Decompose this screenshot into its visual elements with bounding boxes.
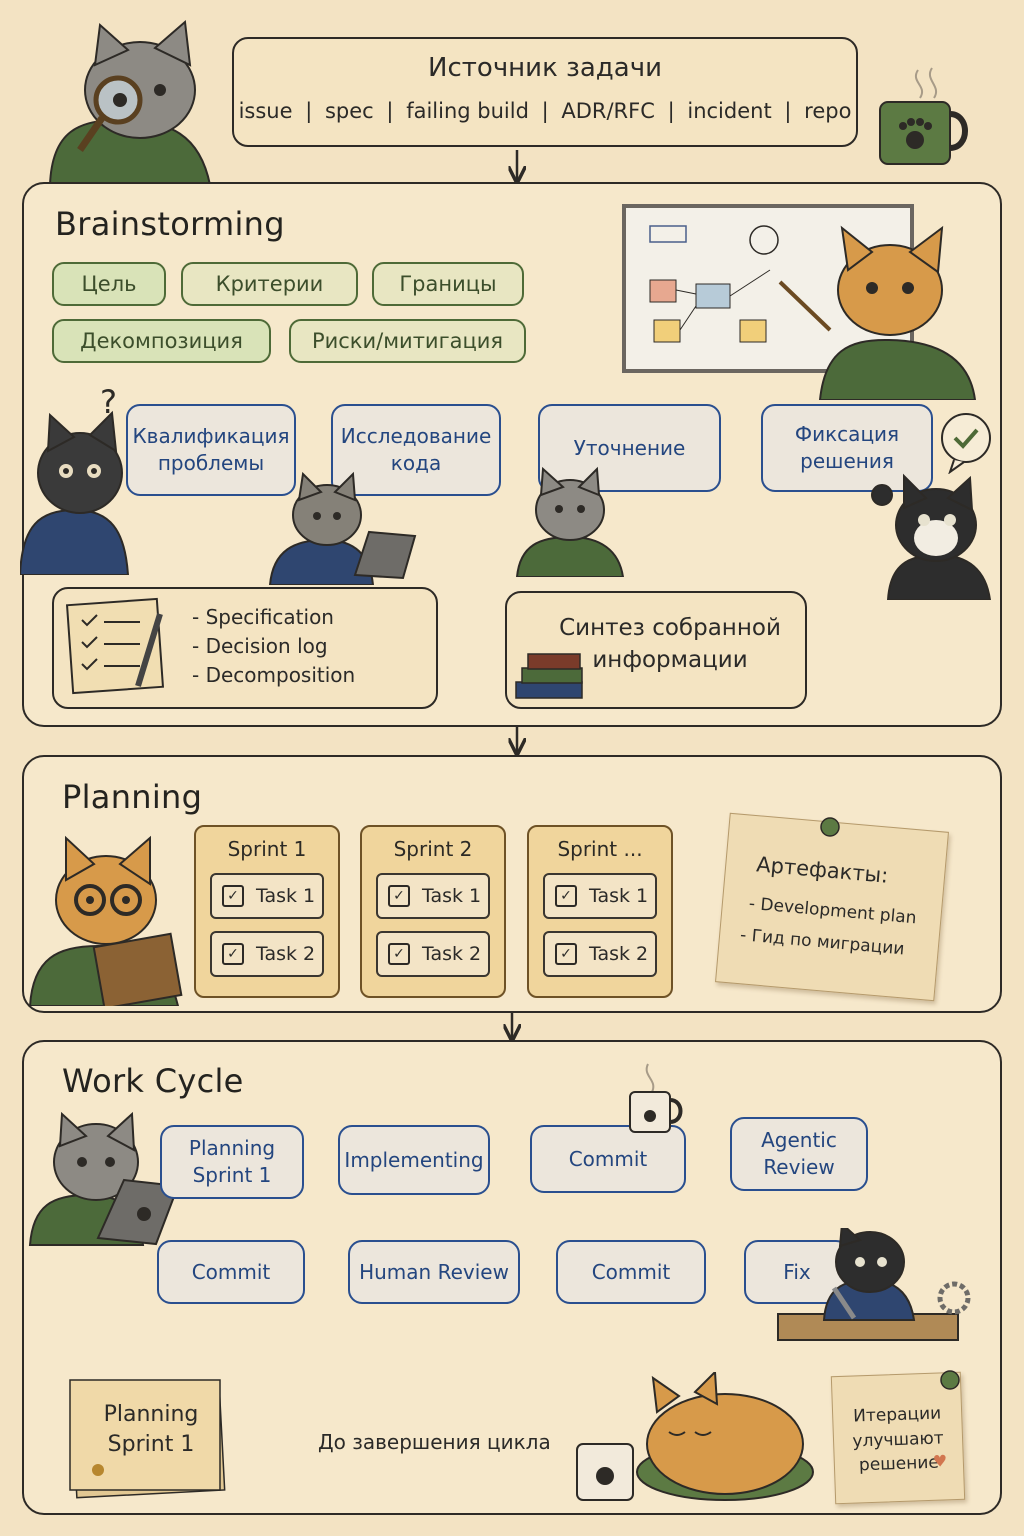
wc-planning-sprint-1: Planning Sprint 1: [160, 1125, 304, 1199]
sleeping-cat-icon: [576, 1372, 814, 1501]
gear-icon: [937, 1281, 971, 1315]
source-item: failing build: [406, 99, 529, 123]
checkbox-icon: ✓: [388, 885, 410, 907]
sprint-title: Sprint ...: [557, 837, 643, 861]
output-decision-log: - Decision log: [192, 634, 328, 658]
source-item: incident: [687, 99, 772, 123]
planning-title: Planning: [62, 778, 203, 816]
sprint-card-1: Sprint 1 ✓Task 1 ✓Task 2: [194, 825, 340, 998]
step-refinement: Уточнение: [538, 404, 721, 492]
tag-risks: Риски/митигация: [289, 319, 526, 363]
work-cycle-title: Work Cycle: [62, 1062, 244, 1100]
final-planning-sprint: Planning Sprint 1: [103, 1402, 199, 1457]
step-problem-qualification: Квалификация проблемы: [126, 404, 296, 496]
source-item: repo: [804, 99, 852, 123]
pushpin-icon-2: [940, 1370, 960, 1390]
tag-criteria: Критерии: [181, 262, 358, 306]
coffee-mug-small-icon: [629, 1063, 683, 1133]
heart-icon: ♥: [932, 1451, 948, 1471]
source-item: issue: [238, 99, 293, 123]
paper-stack-icon: [69, 1379, 226, 1499]
checkbox-icon: ✓: [388, 943, 410, 965]
coffee-mug-icon: [879, 67, 968, 165]
cat-thinking-icon: [515, 466, 625, 577]
checkbox-icon: ✓: [222, 943, 244, 965]
task-item: ✓Task 2: [376, 931, 490, 977]
artifact-development-plan: - Development plan: [748, 893, 918, 929]
cat-waving-icon: [871, 473, 992, 600]
output-specification: - Specification: [192, 605, 334, 629]
brainstorming-title: Brainstorming: [55, 205, 285, 243]
source-title: Источник задачи: [428, 53, 662, 83]
wc-commit-3: Commit: [157, 1240, 305, 1304]
tag-goal: Цель: [52, 262, 166, 306]
task-item: ✓Task 1: [543, 873, 657, 919]
wc-human-review: Human Review: [348, 1240, 520, 1304]
sprint-title: Sprint 2: [393, 837, 473, 861]
checkmark-bubble-icon: [941, 413, 991, 474]
output-decomposition: - Decomposition: [192, 663, 356, 687]
sprint-title: Sprint 1: [227, 837, 307, 861]
pushpin-icon: [820, 817, 840, 837]
task-item: ✓Task 2: [210, 931, 324, 977]
sprint-card-2: Sprint 2 ✓Task 1 ✓Task 2: [360, 825, 506, 998]
task-item: ✓Task 1: [376, 873, 490, 919]
cat-confused-icon: ?: [20, 385, 130, 575]
tag-boundaries: Границы: [372, 262, 524, 306]
wc-agentic-review: Agentic Review: [730, 1117, 868, 1191]
wc-commit-1: Commit: [530, 1125, 686, 1193]
sprint-card-3: Sprint ... ✓Task 1 ✓Task 2: [527, 825, 673, 998]
books-icon: [515, 653, 583, 699]
cat-clipboard-icon: [28, 835, 183, 1006]
task-item: ✓Task 1: [210, 873, 324, 919]
artifact-migration-guide: - Гид по миграции: [739, 925, 906, 960]
tag-decomposition: Декомпозиция: [52, 319, 271, 363]
synthesis-text: Синтез собранной информации: [559, 615, 781, 674]
clipboard-icon: [65, 597, 165, 695]
outputs-list: - Specification - Decision log - Decompo…: [192, 603, 355, 690]
source-box: Источник задачи issue | spec | failing b…: [232, 37, 858, 147]
cat-detective-icon: [48, 20, 212, 185]
checkbox-icon: ✓: [555, 885, 577, 907]
source-items: issue | spec | failing build | ADR/RFC |…: [238, 99, 852, 123]
task-item: ✓Task 2: [543, 931, 657, 977]
checkbox-icon: ✓: [222, 885, 244, 907]
wc-implementing: Implementing: [338, 1125, 490, 1195]
cat-laptop-workcycle-icon: [28, 1111, 178, 1246]
source-item: spec: [324, 99, 374, 123]
checkbox-icon: ✓: [555, 943, 577, 965]
cat-repair-icon: [777, 1228, 971, 1341]
until-cycle-complete: До завершения цикла: [318, 1430, 551, 1454]
artifacts-title: Артефакты:: [755, 852, 890, 888]
step-code-research: Исследование кода: [331, 404, 501, 496]
source-item: ADR/RFC: [561, 99, 655, 123]
cat-laptop-icon: [268, 471, 417, 585]
whiteboard-icon: [622, 204, 977, 400]
wc-commit-2: Commit: [556, 1240, 706, 1304]
